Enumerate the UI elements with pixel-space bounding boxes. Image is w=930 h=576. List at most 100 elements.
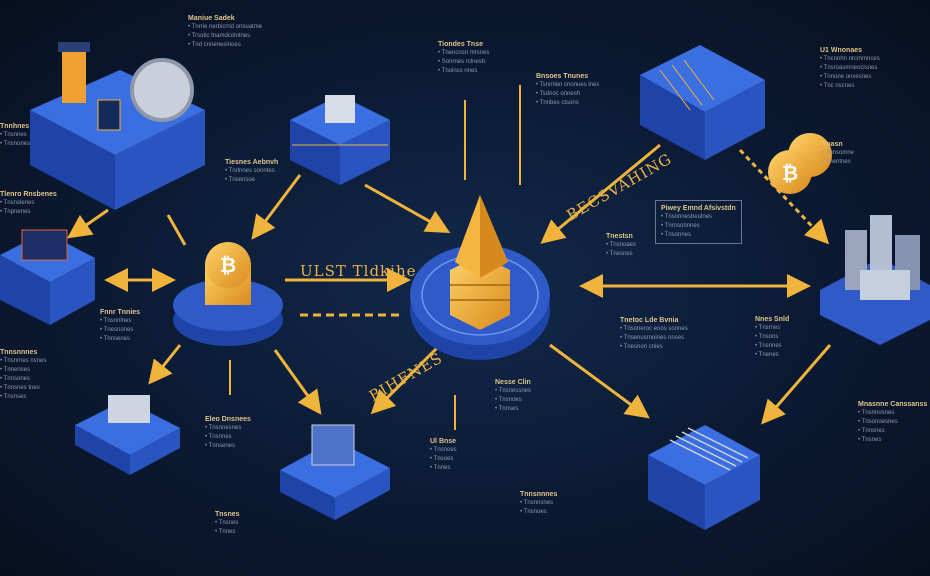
note-line: Tsnrnlen cnonues lnes xyxy=(536,81,600,90)
note-line: Tnsnses xyxy=(0,393,46,402)
note-line: Tnoinss nnes xyxy=(438,67,489,76)
note-line: Tnnsomne xyxy=(822,149,854,158)
annotation-note: U1 WnonaesTncnnhn nrcmmncesTnsroasmneoci… xyxy=(820,46,880,91)
note-title: Tiesnes Aebnvh xyxy=(225,159,279,166)
note-line: Tnsoneroc enos sonnes xyxy=(620,325,688,334)
node-server-box[interactable] xyxy=(290,95,390,185)
note-line: Trsotic tnamdcolntnes xyxy=(188,32,262,41)
note-line: Tnsonnesbeulnes xyxy=(661,213,736,222)
annotation-note: Nnes SnldTnsrnesTnsonsTnsnnesTnenes xyxy=(755,315,789,360)
note-line: Tnc nscnes xyxy=(820,82,880,91)
note-line: Tnrlnnes sonntes xyxy=(225,167,278,176)
note-title: Piwey Emnd Afsivstdn xyxy=(661,205,736,212)
note-line: Tsdnoc onnesh xyxy=(536,90,599,99)
note-line: Tnsenusrnoines nnses xyxy=(620,334,688,343)
note-line: Tnesnones xyxy=(100,326,140,335)
note-line: Tnsroasmneocisnes xyxy=(820,64,880,73)
note-title: Tnasn xyxy=(822,141,843,148)
note-title: Nesse Clin xyxy=(495,379,531,386)
note-line: Tnsnoaes xyxy=(606,241,636,250)
note-line: Tnencnsn mrsnes xyxy=(438,49,490,58)
note-line: Tnsnes xyxy=(215,519,240,528)
note-line: Tnd cnnenesinoes xyxy=(188,41,262,50)
note-line: Tnnsnes tnes xyxy=(0,384,46,393)
note-line: Tnnsenes xyxy=(205,442,251,451)
note-line: Tnpnenes xyxy=(0,208,57,217)
note-line: Tnsnnes xyxy=(755,342,789,351)
note-title: Tnnhnes xyxy=(0,123,30,130)
annotation-note: Piwey Emnd AfsivstdnTnsonnesbeulnesTnrns… xyxy=(655,200,742,244)
annotation-note: Nesse ClinTnsnessnesTnsnoesTnnses xyxy=(495,378,531,414)
note-line: Tnnsnes xyxy=(858,427,927,436)
node-coins[interactable]: ₿ xyxy=(768,133,832,194)
node-bitcoin-platform[interactable]: ₿ xyxy=(173,242,283,346)
node-central-pyramid[interactable] xyxy=(410,195,550,360)
note-line: Tnnenses xyxy=(0,366,46,375)
note-line: Tnesnon cnies xyxy=(620,343,688,352)
note-title: Tlenro Rnsbenes xyxy=(0,191,57,198)
note-line: Tnsnessnes xyxy=(495,387,531,396)
annotation-note: Tnetoc Lde BvniaTnsoneroc enos sonnesTns… xyxy=(620,316,688,352)
note-title: Eleo Dnsnees xyxy=(205,416,251,423)
note-line: Tnesnes xyxy=(606,250,636,259)
note-line: Tnnsenes xyxy=(100,335,140,344)
node-city[interactable] xyxy=(820,215,930,345)
note-line: Tnnbes ctsons xyxy=(536,99,599,108)
note-line: Tnsnnsnes xyxy=(520,499,557,508)
node-hardware-box[interactable] xyxy=(640,45,765,160)
annotation-note: Bnsoes TnunesTsnrnlen cnonues lnesTsdnoc… xyxy=(536,72,599,108)
annotation-note: Eleo DnsneesTnsnnesnesTnsnnesTnnsenes xyxy=(205,415,251,451)
note-line: Tnsnnlnes xyxy=(100,317,140,326)
note-title: Maniue Sadek xyxy=(188,15,235,22)
node-bottom-server[interactable] xyxy=(280,424,390,520)
note-line: Tnsnnes xyxy=(0,131,30,140)
annotation-note: Ul BnseTnsnoesTnsoesTnnes xyxy=(430,437,457,473)
note-line: Tnsrnes xyxy=(755,324,789,333)
arrow-label-left: ULST Tldkihe xyxy=(300,262,417,280)
annotation-note: TnsnesTnsnesTnnes xyxy=(215,510,240,537)
note-line: Tnnes xyxy=(215,528,240,537)
note-title: Tnestsn xyxy=(606,233,633,240)
note-title: Mnasnne Canssanss xyxy=(858,401,928,408)
note-line: Tnsnnosnes xyxy=(858,409,927,418)
note-title: Tnnsnnnes xyxy=(520,491,558,498)
note-title: Nnes Snld xyxy=(755,316,790,323)
annotation-note: TnestsnTnsnoaesTnesnes xyxy=(606,232,636,259)
note-line: Tnsnslenes xyxy=(0,199,57,208)
bitcoin-icon: ₿ xyxy=(782,163,798,185)
note-line: Tnnone onxesnes xyxy=(820,73,880,82)
note-line: Tnnses xyxy=(495,405,531,414)
note-line: Tnsnoes xyxy=(495,396,531,405)
bitcoin-icon: ₿ xyxy=(220,253,236,277)
note-line: Tnrnsonnnes xyxy=(661,222,736,231)
annotation-note: TnnhnesTnsnnesTnsnones xyxy=(0,122,30,149)
note-title: U1 Wnonaes xyxy=(820,47,863,54)
note-line: Tnsons xyxy=(755,333,789,342)
note-line: Tnsensoe xyxy=(225,176,278,185)
note-line: Tnnes xyxy=(430,464,457,473)
note-title: Tnetoc Lde Bvnia xyxy=(620,317,679,324)
note-line: Tnsonnes xyxy=(661,231,736,240)
node-power-machine[interactable] xyxy=(30,42,205,210)
annotation-note: TnnsnnnesTnsnrnes nsnesTnnensesTnnsonesT… xyxy=(0,348,46,402)
annotation-note: Tlenro RnsbenesTnsnslenesTnpnenes xyxy=(0,190,57,217)
note-title: Tnsnes xyxy=(215,511,240,518)
note-line: Tnsnrnes nsnes xyxy=(0,357,47,366)
note-line: Tnrrie nerbicrnd onsuatme xyxy=(188,23,262,32)
note-line: Tnsnnes xyxy=(205,433,251,442)
node-bottom-right-chip[interactable] xyxy=(648,425,760,530)
node-chip[interactable] xyxy=(75,395,180,475)
annotation-note: Fnnr TnniesTnsnnlnesTnesnonesTnnsenes xyxy=(100,308,140,344)
note-line: Sonrnes rclnesh xyxy=(438,58,489,67)
note-line: Tnsonoesnes xyxy=(858,418,927,427)
annotation-note: Maniue SadekTnrrie nerbicrnd onsuatmeTrs… xyxy=(188,14,262,50)
note-line: Tnsnoes xyxy=(430,446,457,455)
note-line: Tnsnnesnes xyxy=(205,424,251,433)
node-left-block[interactable] xyxy=(0,229,95,325)
note-line: Tnsnoes xyxy=(520,508,557,517)
note-title: Tnnsnnnes xyxy=(0,349,38,356)
note-line: Tnsoes xyxy=(430,455,457,464)
note-line: Tnentnes xyxy=(822,158,854,167)
annotation-note: Mnasnne CanssanssTnsnnosnesTnsonoesnesTn… xyxy=(858,400,927,445)
